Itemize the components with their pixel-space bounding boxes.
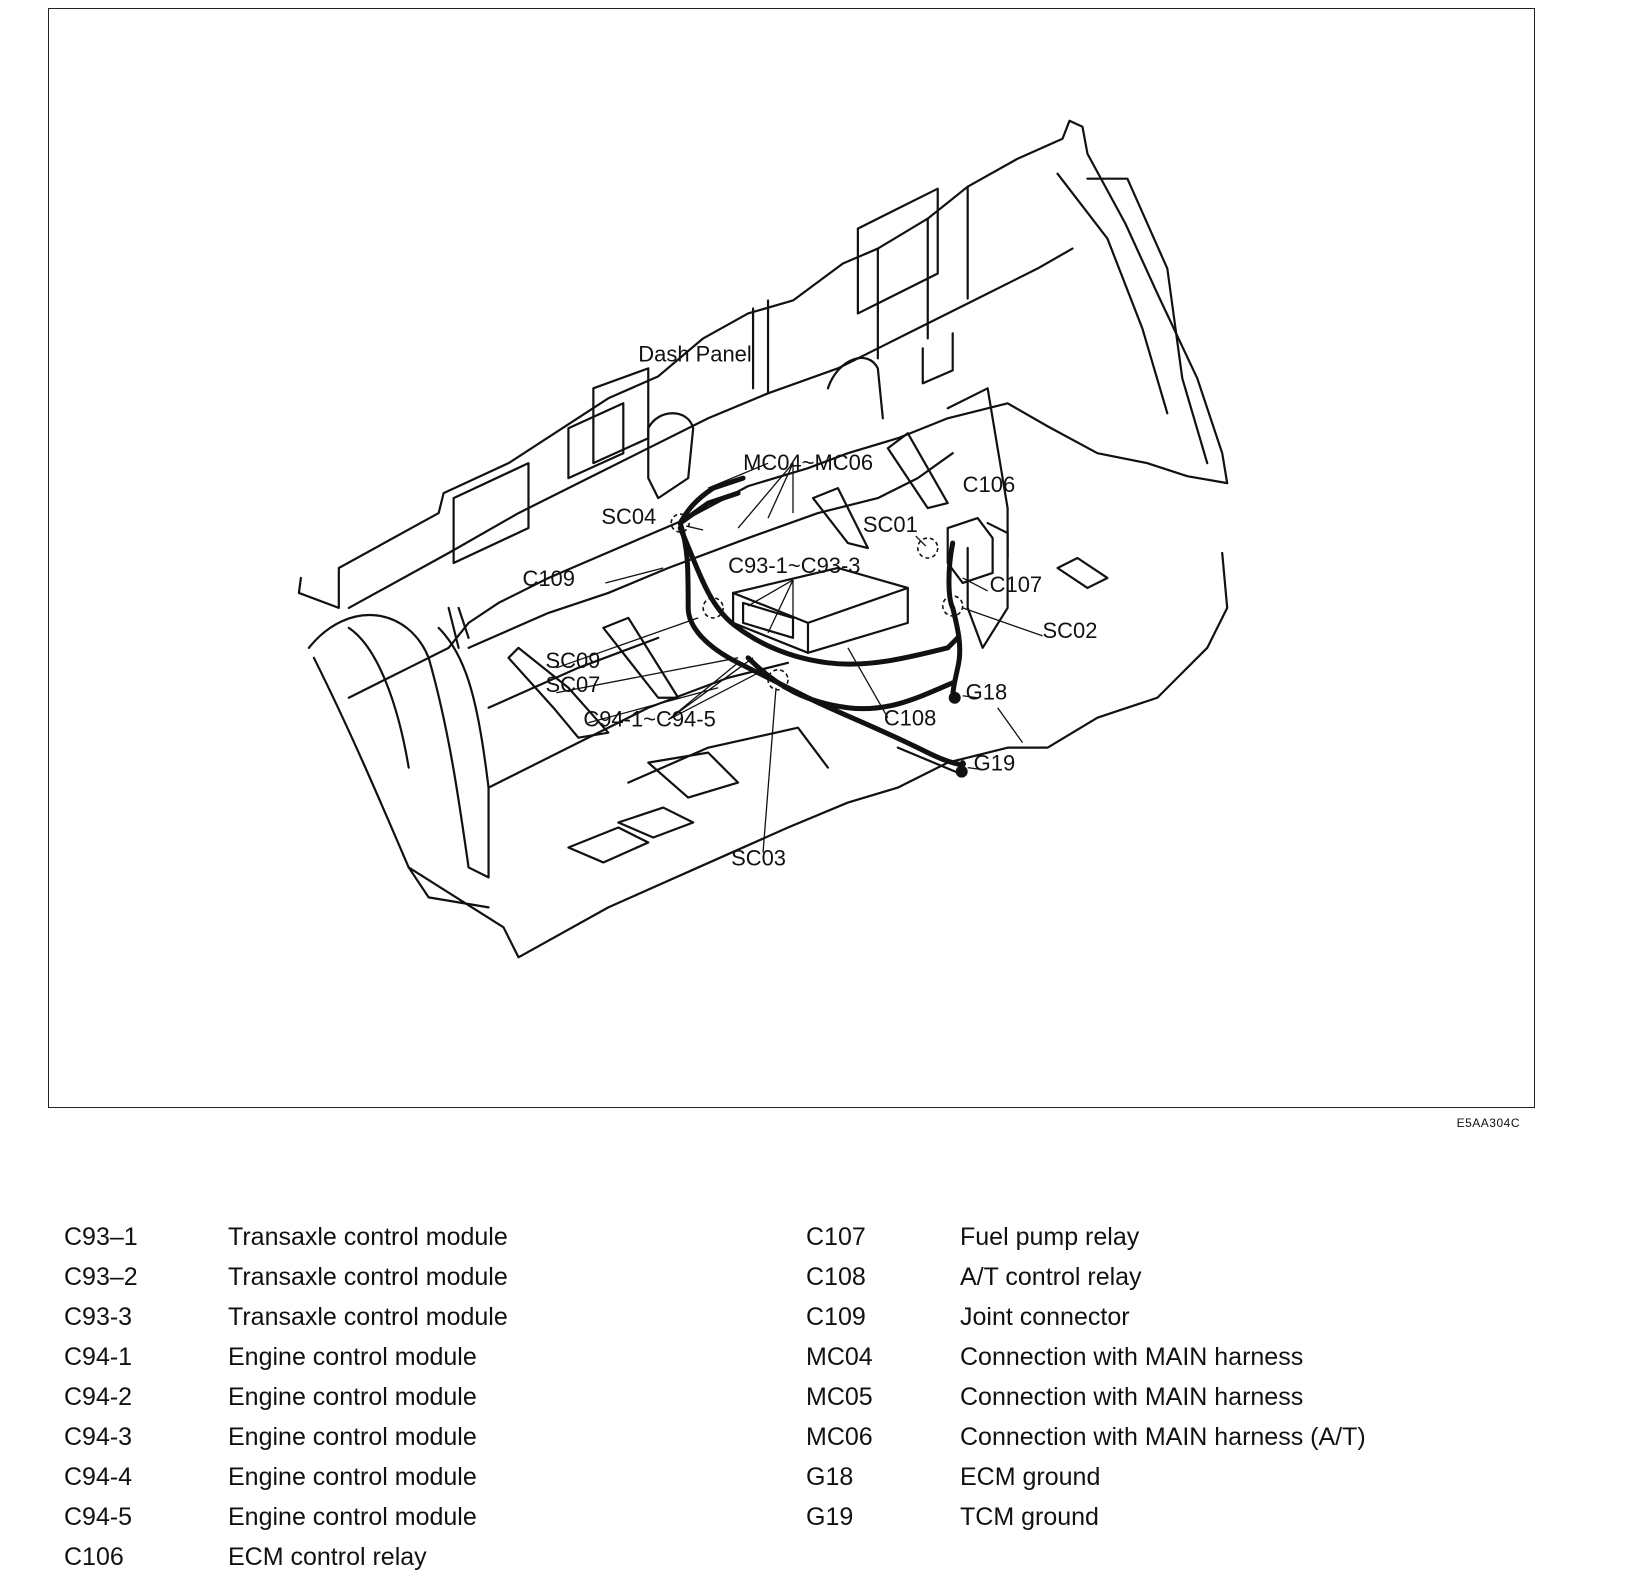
legend-code: C94-1 xyxy=(64,1343,133,1371)
sc03-marker xyxy=(767,668,789,691)
legend-row: C108 A/T control relay xyxy=(806,1263,1366,1303)
legend-code: MC06 xyxy=(806,1423,873,1451)
legend-row: G19 TCM ground xyxy=(806,1503,1366,1543)
c93-label: C93-1~C93-3 xyxy=(728,553,860,578)
legend-desc: Engine control module xyxy=(228,1383,477,1411)
legend-row: C93–2 Transaxle control module xyxy=(64,1263,508,1303)
legend-code: C109 xyxy=(806,1303,866,1331)
legend-code: G19 xyxy=(806,1503,854,1531)
legend-right: C107 Fuel pump relay C108 A/T control rela… xyxy=(806,1223,1366,1543)
g19-marker xyxy=(955,765,968,778)
legend-row: C106 ECM control relay xyxy=(64,1543,508,1583)
legend-desc: Connection with MAIN harness (A/T) xyxy=(960,1423,1366,1451)
legend-row: C94-4 Engine control module xyxy=(64,1463,508,1503)
legend-row: C94-3 Engine control module xyxy=(64,1423,508,1463)
legend-code: MC04 xyxy=(806,1343,873,1371)
sc02-marker xyxy=(941,595,964,617)
legend-row: MC06 Connection with MAIN harness (A/T) xyxy=(806,1423,1366,1463)
dash-panel-outline xyxy=(297,119,1229,699)
legend-desc: ECM ground xyxy=(960,1463,1101,1491)
wheel-arch-left xyxy=(307,613,490,879)
legend-desc: Joint connector xyxy=(960,1303,1130,1331)
legend-desc: Connection with MAIN harness xyxy=(960,1343,1304,1371)
sc03-label: SC03 xyxy=(731,845,786,870)
legend-desc: A/T control relay xyxy=(960,1263,1142,1291)
diagram-frame: Dash Panel MC04~MC06 C106 SC04 SC01 C109… xyxy=(48,8,1535,1108)
c107-label: C107 xyxy=(990,572,1042,597)
sc07-label: SC07 xyxy=(545,672,600,697)
legend-code: C94-2 xyxy=(64,1383,133,1411)
legend-desc: TCM ground xyxy=(960,1503,1099,1531)
sc02-label: SC02 xyxy=(1043,618,1098,643)
legend-desc: Engine control module xyxy=(228,1463,477,1491)
legend-code: G18 xyxy=(806,1463,854,1491)
legend-desc: Transaxle control module xyxy=(228,1303,508,1331)
sc01-label: SC01 xyxy=(863,512,918,537)
sc09-label: SC09 xyxy=(545,648,600,673)
legend-row: MC05 Connection with MAIN harness xyxy=(806,1383,1366,1423)
legend-code: C107 xyxy=(806,1223,866,1251)
legend-code: C106 xyxy=(64,1543,124,1571)
c109-label: C109 xyxy=(522,566,574,591)
figure-code: E5AA304C xyxy=(1456,1116,1520,1130)
legend-row: C94-5 Engine control module xyxy=(64,1503,508,1543)
legend-code: C94-5 xyxy=(64,1503,133,1531)
legend-row: C94-2 Engine control module xyxy=(64,1383,508,1423)
legend-desc: Engine control module xyxy=(228,1503,477,1531)
sc04-label: SC04 xyxy=(601,504,656,529)
legend-row: C94-1 Engine control module xyxy=(64,1343,508,1383)
legend-desc: Engine control module xyxy=(228,1423,477,1451)
relay-c106 xyxy=(946,516,994,585)
mc04-mc06-label: MC04~MC06 xyxy=(743,450,873,475)
legend-desc: Fuel pump relay xyxy=(960,1223,1140,1251)
legend-row: C93–1 Transaxle control module xyxy=(64,1223,508,1263)
g18-label: G18 xyxy=(966,680,1008,705)
legend-row: G18 ECM ground xyxy=(806,1463,1366,1503)
legend-desc: Engine control module xyxy=(228,1343,477,1371)
sc09-marker xyxy=(702,597,724,619)
c106-label: C106 xyxy=(963,472,1015,497)
g19-label: G19 xyxy=(974,751,1016,776)
legend-row: MC04 Connection with MAIN harness xyxy=(806,1343,1366,1383)
legend-row: C107 Fuel pump relay xyxy=(806,1223,1366,1263)
legend-row: C109 Joint connector xyxy=(806,1303,1366,1343)
sc01-marker xyxy=(916,537,939,559)
legend-code: C108 xyxy=(806,1263,866,1291)
c94-label: C94-1~C94-5 xyxy=(583,707,715,732)
dash-panel-illustration: Dash Panel MC04~MC06 C106 SC04 SC01 C109… xyxy=(297,119,1229,959)
legend-row: C93-3 Transaxle control module xyxy=(64,1303,508,1343)
sc04-marker xyxy=(670,513,690,533)
legend-desc: Transaxle control module xyxy=(228,1223,508,1251)
c108-label: C108 xyxy=(884,706,936,731)
legend-code: C93–1 xyxy=(64,1223,138,1251)
floor-panel xyxy=(407,551,1229,959)
legend-code: C94-3 xyxy=(64,1423,133,1451)
g18-marker xyxy=(948,691,961,704)
legend-desc: Connection with MAIN harness xyxy=(960,1383,1304,1411)
legend-code: C93-3 xyxy=(64,1303,133,1331)
legend-desc: Transaxle control module xyxy=(228,1263,508,1291)
legend-desc: ECM control relay xyxy=(228,1543,427,1571)
dash-panel-label: Dash Panel xyxy=(638,341,751,366)
legend-code: MC05 xyxy=(806,1383,873,1411)
legend-code: C93–2 xyxy=(64,1263,138,1291)
legend-code: C94-4 xyxy=(64,1463,133,1491)
